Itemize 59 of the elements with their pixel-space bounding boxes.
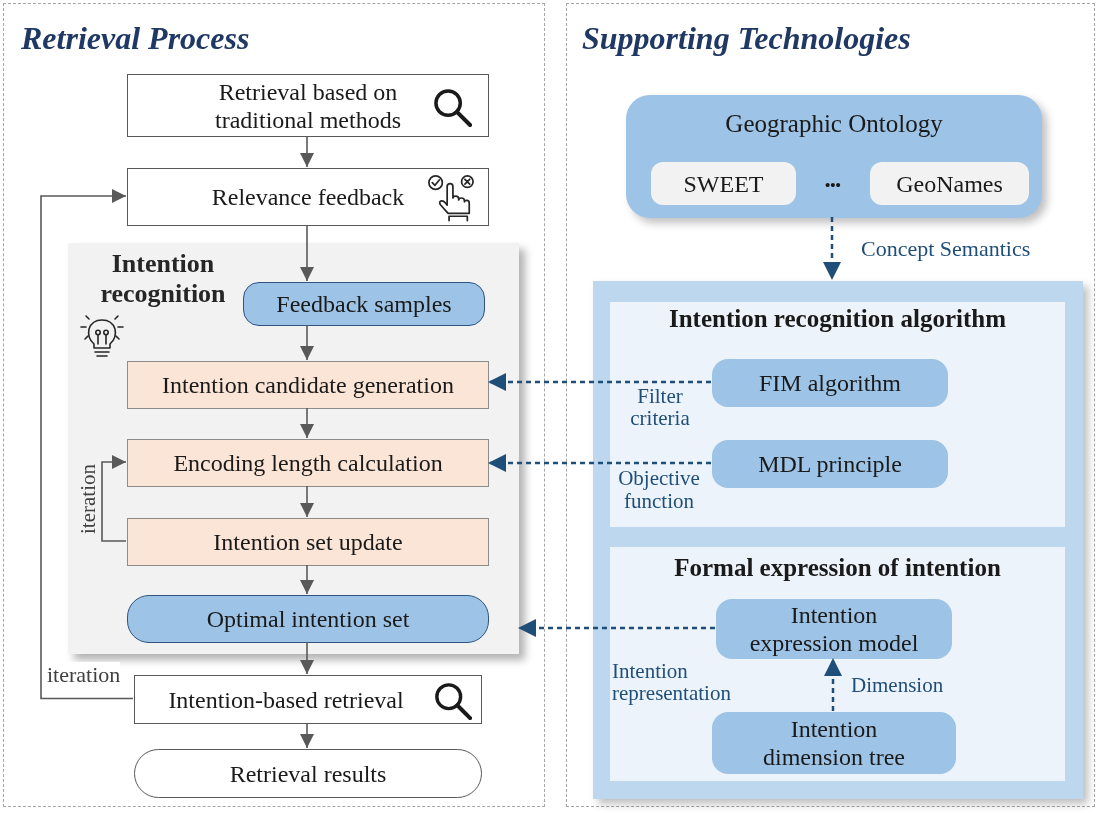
box-label: Intention dimension tree xyxy=(762,715,906,771)
rounded-box xyxy=(651,162,796,205)
arrow xyxy=(101,454,127,542)
process-box xyxy=(127,168,489,226)
box-label: Optimal intention set xyxy=(206,605,410,633)
panel-heading: Intention recognition algorithm xyxy=(667,304,1007,334)
box-label: Relevance feedback xyxy=(211,183,405,211)
process-box xyxy=(127,518,489,566)
box-label: Intention expression model xyxy=(748,601,920,657)
box-label: Feedback samples xyxy=(276,290,452,318)
box-label: GeoNames xyxy=(896,169,1003,198)
dashed-arrow xyxy=(823,217,841,280)
process-box xyxy=(127,439,489,487)
dashed-panel xyxy=(3,3,545,807)
process-box xyxy=(134,675,482,724)
panel-heading: Formal expression of intention xyxy=(673,553,1002,583)
group-panel xyxy=(626,95,1042,218)
group-panel xyxy=(68,243,519,654)
group-heading: Geographic Ontology xyxy=(724,109,944,139)
panel-heading: Retrieval Process xyxy=(21,20,250,56)
panel-heading: Supporting Technologies xyxy=(582,20,911,56)
arrow xyxy=(40,188,134,700)
arrow xyxy=(299,324,315,361)
rounded-box xyxy=(243,282,485,326)
sub-panel xyxy=(610,547,1065,781)
arrow xyxy=(299,135,315,168)
box-label: FIM algorithm xyxy=(759,369,901,397)
box-label: SWEET xyxy=(683,169,764,198)
box-label: Intention candidate generation xyxy=(162,371,454,399)
dashed-panel xyxy=(566,3,1095,807)
box-label: Intention set update xyxy=(213,528,403,556)
rounded-box xyxy=(716,599,952,659)
group-heading: Intention recognition xyxy=(99,249,227,309)
process-box xyxy=(127,361,489,409)
dashed-arrow xyxy=(488,454,711,472)
arrow xyxy=(299,485,315,518)
box-label: Intention-based retrieval xyxy=(168,685,404,714)
process-box xyxy=(127,74,489,137)
box-label: Retrieval results xyxy=(229,759,387,788)
rounded-box xyxy=(712,440,948,488)
rounded-box xyxy=(712,359,948,407)
arrow xyxy=(299,564,315,595)
dashed-arrow xyxy=(518,619,715,637)
box-label: Retrieval based on traditional methods xyxy=(214,77,402,134)
dashed-arrow xyxy=(488,373,711,391)
rounded-box xyxy=(870,162,1029,205)
box-label: Encoding length calculation xyxy=(173,449,443,477)
rounded-box xyxy=(127,595,489,643)
arrow xyxy=(299,224,315,282)
rounded-box xyxy=(712,712,956,774)
terminal-pill xyxy=(134,749,482,798)
box-label: MDL principle xyxy=(758,450,902,478)
sub-panel xyxy=(610,302,1065,527)
ellipsis-text: ••• xyxy=(824,176,842,195)
dashed-arrow xyxy=(824,658,842,711)
arrow xyxy=(299,407,315,439)
arrow xyxy=(299,641,315,675)
panel xyxy=(593,281,1083,799)
arrow xyxy=(299,722,315,749)
